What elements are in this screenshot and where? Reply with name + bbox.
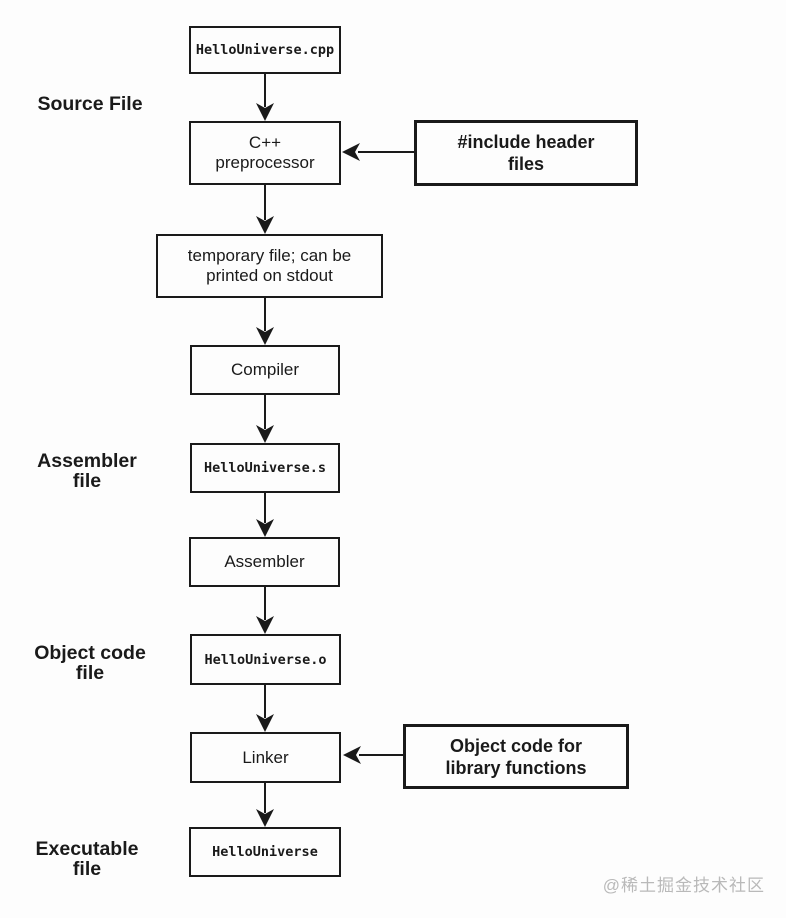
arrow-objectfile-to-linker <box>256 685 274 732</box>
watermark-text: @稀土掘金技术社区 <box>602 876 765 895</box>
node-preprocessor: C++ preprocessor <box>189 121 341 185</box>
node-assembler: Assembler <box>189 537 340 587</box>
node-compiler: Compiler <box>190 345 340 395</box>
arrow-libobjects-to-linker <box>343 746 403 764</box>
stage-label-object-code-file: Object code file <box>34 642 146 684</box>
arrow-assembler-to-objectfile <box>256 587 274 634</box>
arrow-tempfile-to-compiler <box>256 298 274 345</box>
node-include-headers: #include header files <box>414 120 638 186</box>
node-library-objects: Object code for library functions <box>403 724 629 789</box>
node-executable: HelloUniverse <box>189 827 341 877</box>
node-linker: Linker <box>190 732 341 783</box>
node-object-file: HelloUniverse.o <box>190 634 341 685</box>
arrow-compiler-to-assemblyfile <box>256 395 274 443</box>
stage-label-source-file: Source File <box>37 93 143 115</box>
node-source-file: HelloUniverse.cpp <box>189 26 341 74</box>
arrow-headers-to-preprocessor <box>342 143 414 161</box>
arrow-preprocessor-to-tempfile <box>256 185 274 234</box>
node-assembly-file: HelloUniverse.s <box>190 443 340 493</box>
node-temp-file: temporary file; can be printed on stdout <box>156 234 383 298</box>
stage-label-assembler-file: Assembler file <box>37 450 137 492</box>
stage-label-executable-file: Executable file <box>35 838 139 880</box>
arrow-linker-to-executable <box>256 783 274 827</box>
arrow-assemblyfile-to-assembler <box>256 493 274 537</box>
arrow-source-to-preprocessor <box>256 74 274 121</box>
